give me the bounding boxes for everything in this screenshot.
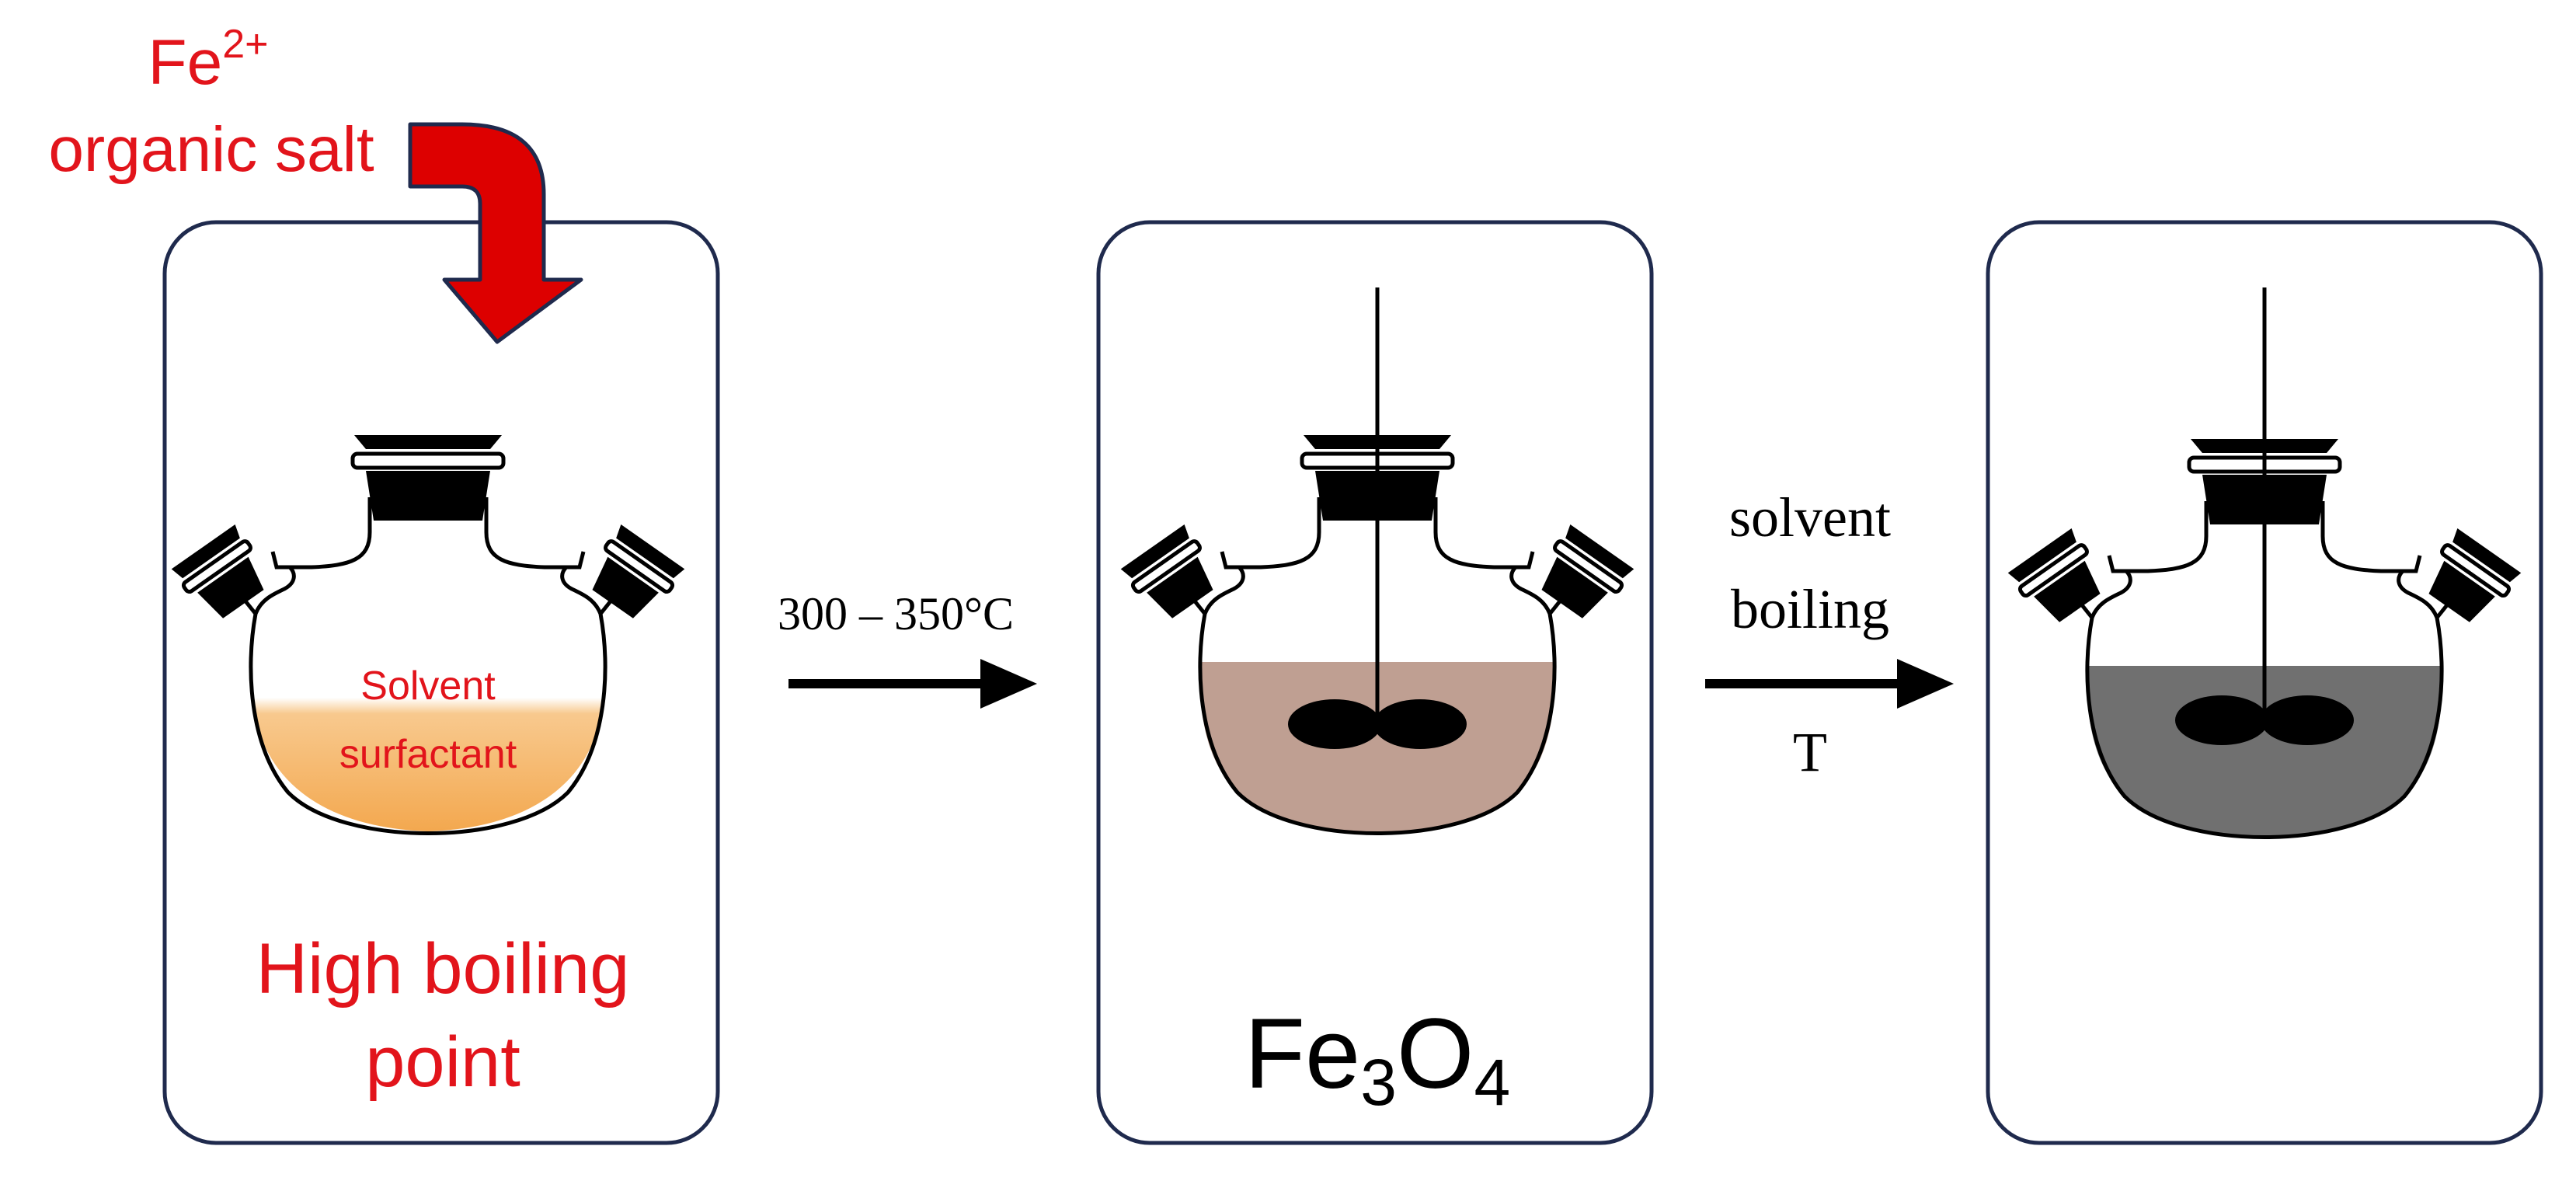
liquid-brown bbox=[1199, 662, 1555, 834]
flask-icon bbox=[171, 435, 685, 835]
liquid-gray bbox=[2087, 666, 2442, 838]
reaction-arrow-1-icon bbox=[788, 659, 1037, 709]
flask-icon bbox=[1120, 287, 1634, 835]
reaction-arrow-2-icon bbox=[1705, 659, 1954, 709]
liquid-label-line2: surfactant bbox=[339, 732, 517, 777]
product-formula: Fe3O4 bbox=[1244, 998, 1510, 1119]
panel-frame bbox=[162, 220, 720, 1145]
liquid-orange bbox=[253, 698, 603, 831]
stirrer-paddle-icon bbox=[2175, 695, 2354, 745]
stirrer-paddle-icon bbox=[1288, 699, 1467, 749]
reagent-salt-label: organic salt bbox=[48, 114, 374, 185]
reagent-ion: Fe2+ bbox=[148, 22, 269, 98]
red-bent-arrow-icon bbox=[408, 122, 583, 344]
liquid-label-line1: Solvent bbox=[360, 664, 496, 709]
step1-caption-line1: High boiling bbox=[256, 929, 630, 1009]
arrow1-label: 300 – 350°C bbox=[778, 588, 1014, 639]
arrow2-label-line1: solvent bbox=[1729, 486, 1891, 549]
flask-icon bbox=[2007, 287, 2522, 839]
step1-caption-line2: point bbox=[365, 1022, 520, 1102]
arrow2-label-below: T bbox=[1793, 721, 1827, 783]
arrow2-label-line2: boiling bbox=[1731, 578, 1889, 640]
